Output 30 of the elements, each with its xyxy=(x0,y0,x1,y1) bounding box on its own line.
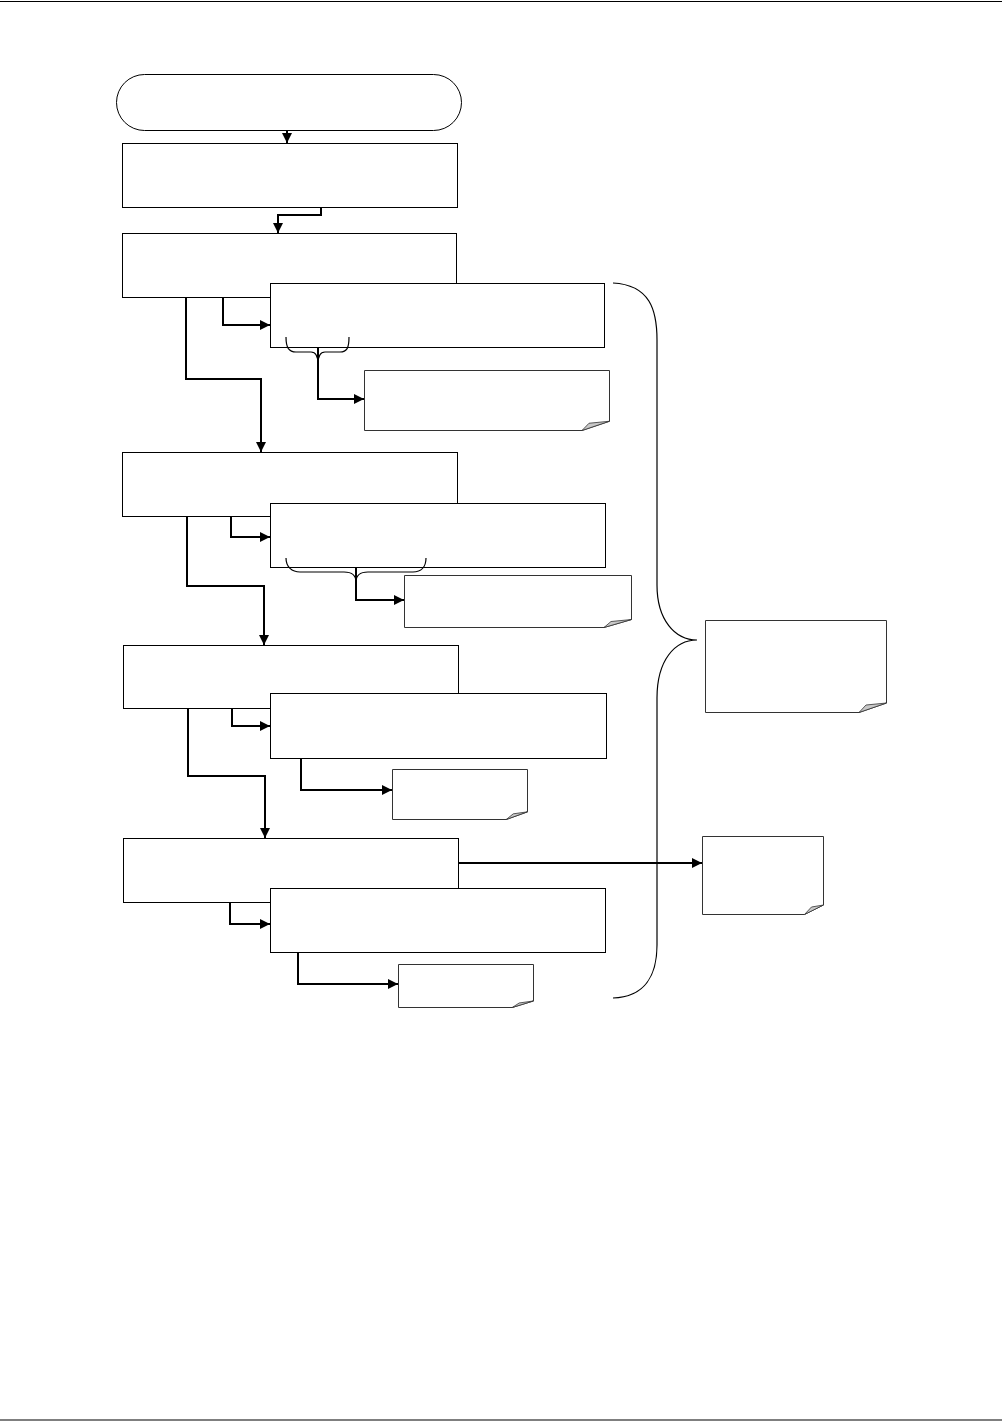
arrow xyxy=(186,516,269,646)
arrow xyxy=(317,347,365,404)
process-box xyxy=(123,838,459,903)
folded-note xyxy=(398,964,534,1008)
arrow xyxy=(282,130,292,144)
arrow xyxy=(297,952,399,989)
process-box xyxy=(270,503,606,568)
arrow xyxy=(230,516,271,542)
process-box xyxy=(122,143,458,208)
folded-note xyxy=(392,769,528,820)
process-box xyxy=(122,452,458,517)
arrow xyxy=(231,708,271,731)
arrow xyxy=(222,297,271,330)
arrow xyxy=(458,858,703,868)
arrow xyxy=(185,297,266,453)
folded-note xyxy=(404,575,632,628)
folded-note xyxy=(364,370,610,431)
arrow xyxy=(229,902,271,929)
arrow xyxy=(300,758,393,795)
folded-note xyxy=(705,620,887,713)
arrow xyxy=(273,207,322,234)
folded-note xyxy=(702,836,824,915)
process-box xyxy=(270,888,606,953)
process-box xyxy=(122,233,457,298)
process-box xyxy=(270,693,607,759)
process-box xyxy=(123,645,459,709)
process-box xyxy=(270,283,605,348)
arrow xyxy=(355,567,405,605)
arrow xyxy=(187,708,270,839)
rounded-terminal xyxy=(116,74,462,131)
